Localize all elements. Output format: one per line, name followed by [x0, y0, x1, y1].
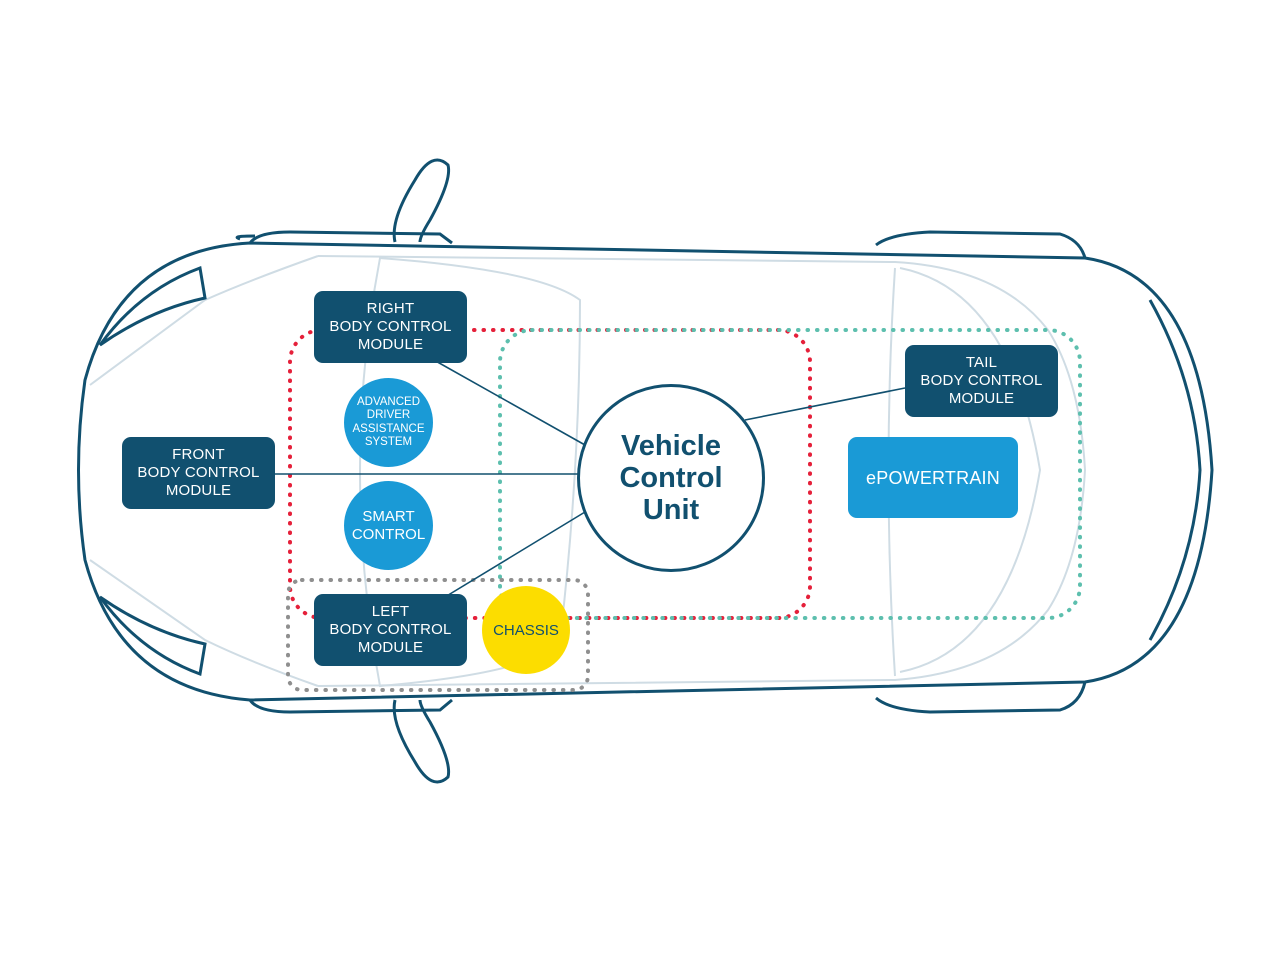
adas-line-2: DRIVER — [366, 409, 411, 421]
tail-body-control-module: TAIL BODY CONTROL MODULE — [905, 345, 1058, 417]
left-module-line-2: BODY CONTROL — [329, 621, 452, 638]
left-module-line-3: MODULE — [357, 639, 424, 656]
link-left-vcu — [444, 511, 586, 598]
right-module-line-2: BODY CONTROL — [329, 318, 452, 335]
tail-module-line-1: TAIL — [965, 354, 998, 371]
smart-control-node: SMART CONTROL — [344, 481, 433, 570]
link-right-vcu — [424, 354, 586, 446]
epowertrain-label: ePOWERTRAIN — [866, 467, 1000, 488]
vcu-label-line-3: Unit — [642, 494, 700, 526]
vcu-label-line-1: Vehicle — [621, 430, 721, 462]
smart-line-2: CONTROL — [351, 525, 426, 543]
front-module-line-1: FRONT — [172, 446, 225, 463]
right-module-line-3: MODULE — [357, 336, 424, 353]
smart-line-1: SMART — [362, 507, 415, 525]
epowertrain-module: ePOWERTRAIN — [848, 437, 1018, 518]
gray-dotted-zone — [286, 578, 590, 692]
tail-module-line-2: BODY CONTROL — [920, 372, 1043, 389]
chassis-label: CHASSIS — [493, 621, 559, 639]
left-body-control-module: LEFT BODY CONTROL MODULE — [314, 594, 467, 666]
right-module-line-1: RIGHT — [366, 300, 415, 317]
adas-line-4: SYSTEM — [364, 436, 413, 448]
left-module-line-1: LEFT — [371, 603, 410, 620]
car-body-outline — [77, 158, 1214, 784]
vehicle-control-unit: Vehicle Control Unit — [577, 384, 765, 572]
right-body-control-module: RIGHT BODY CONTROL MODULE — [314, 291, 467, 363]
link-tail-vcu — [744, 387, 906, 421]
adas-line-1: ADVANCED — [356, 395, 421, 408]
tail-module-line-3: MODULE — [948, 390, 1015, 407]
front-module-line-2: BODY CONTROL — [137, 464, 260, 481]
connection-lines — [275, 354, 906, 598]
adas-node: ADVANCED DRIVER ASSISTANCE SYSTEM — [344, 378, 433, 467]
front-body-control-module: FRONT BODY CONTROL MODULE — [122, 437, 275, 509]
chassis-node: CHASSIS — [482, 586, 570, 674]
vcu-label-line-2: Control — [619, 462, 723, 494]
front-module-line-3: MODULE — [165, 482, 232, 499]
adas-line-3: ASSISTANCE — [352, 422, 425, 435]
